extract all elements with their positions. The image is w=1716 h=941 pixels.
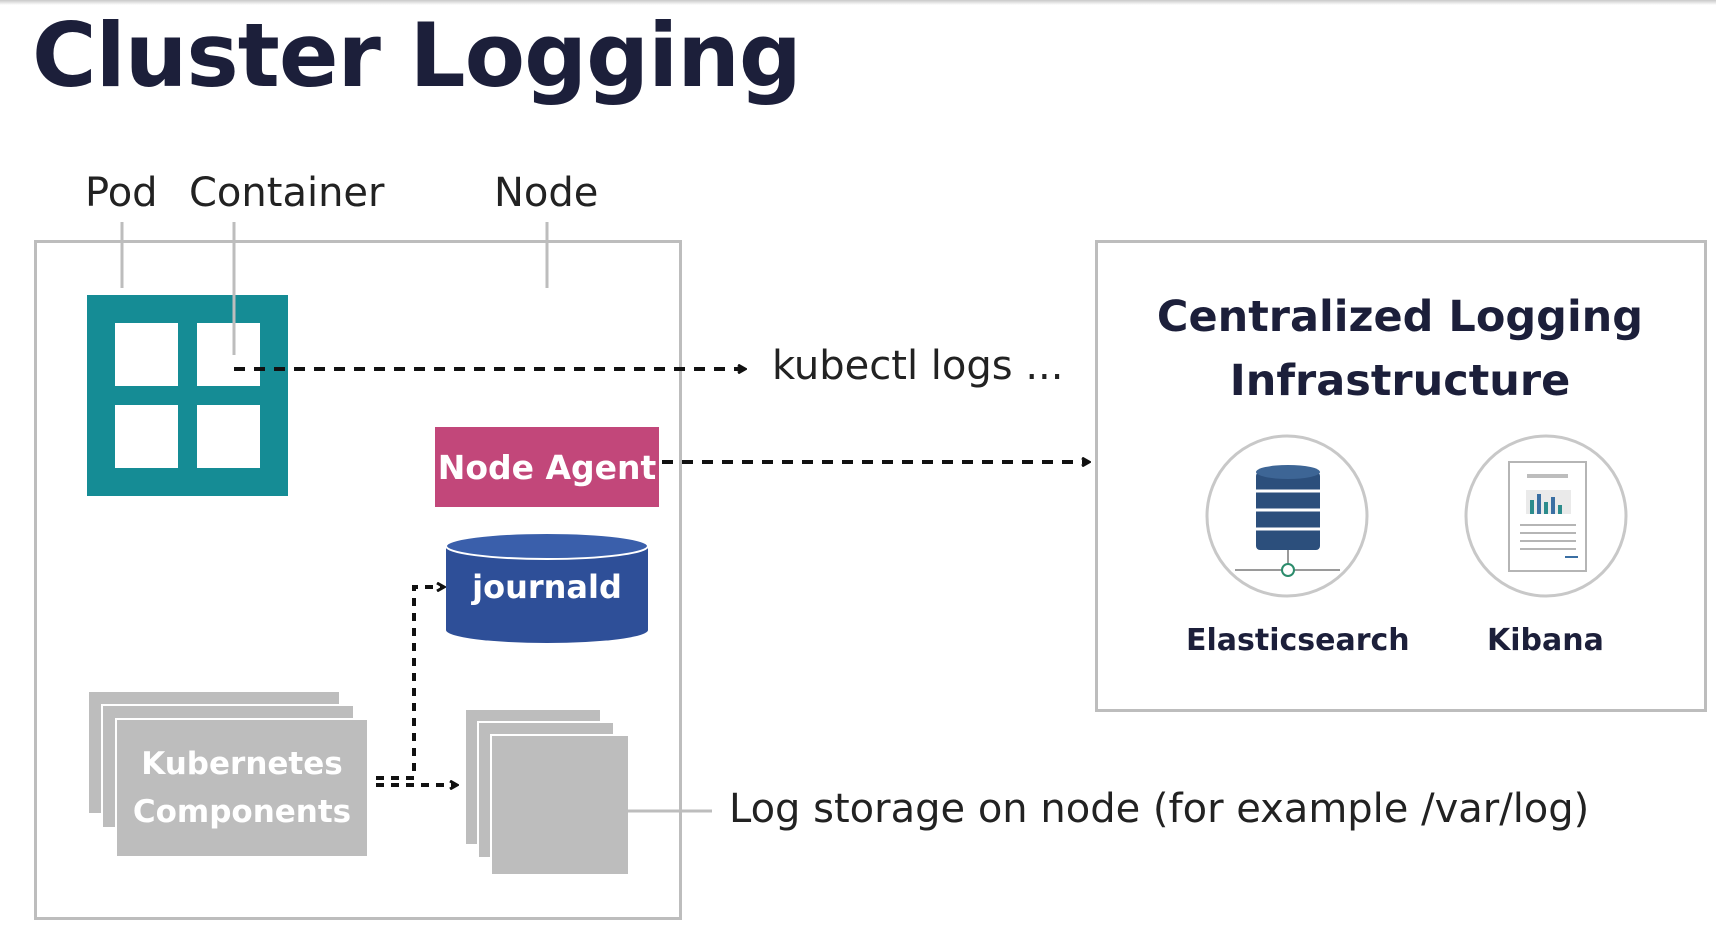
pod-icon (87, 295, 288, 496)
central-title-line-2: Infrastructure (1229, 356, 1571, 406)
kubernetes-components-label: Kubernetes Components (115, 740, 369, 836)
log-storage-sheet-front (490, 734, 630, 876)
components-line-1: Kubernetes (141, 746, 343, 782)
container-cell (115, 323, 178, 386)
pod-label: Pod (85, 170, 158, 216)
container-cell (197, 405, 260, 468)
log-storage-label: Log storage on node (for example /var/lo… (729, 786, 1590, 832)
journald-cylinder (445, 532, 649, 643)
central-title-line-1: Centralized Logging (1156, 292, 1644, 342)
components-line-2: Components (132, 794, 352, 830)
components-to-journald-arrow (376, 587, 443, 780)
journald-label: journald (472, 568, 622, 606)
elasticsearch-caption: Elasticsearch (1186, 623, 1410, 658)
top-shadow (0, 0, 1716, 5)
components-sheet-front (115, 718, 369, 858)
dashboard-report-icon (1464, 434, 1628, 598)
kubectl-logs-label: kubectl logs ... (772, 343, 1064, 389)
node-agent-box: Node Agent (435, 427, 659, 507)
central-logging-title: Centralized Logging Infrastructure (1100, 285, 1700, 413)
kibana-caption: Kibana (1487, 623, 1604, 658)
database-server-icon (1205, 434, 1369, 598)
page-title: Cluster Logging (32, 4, 802, 107)
container-label: Container (189, 170, 385, 216)
node-label: Node (494, 170, 599, 216)
container-cell (115, 405, 178, 468)
container-cell (197, 323, 260, 386)
